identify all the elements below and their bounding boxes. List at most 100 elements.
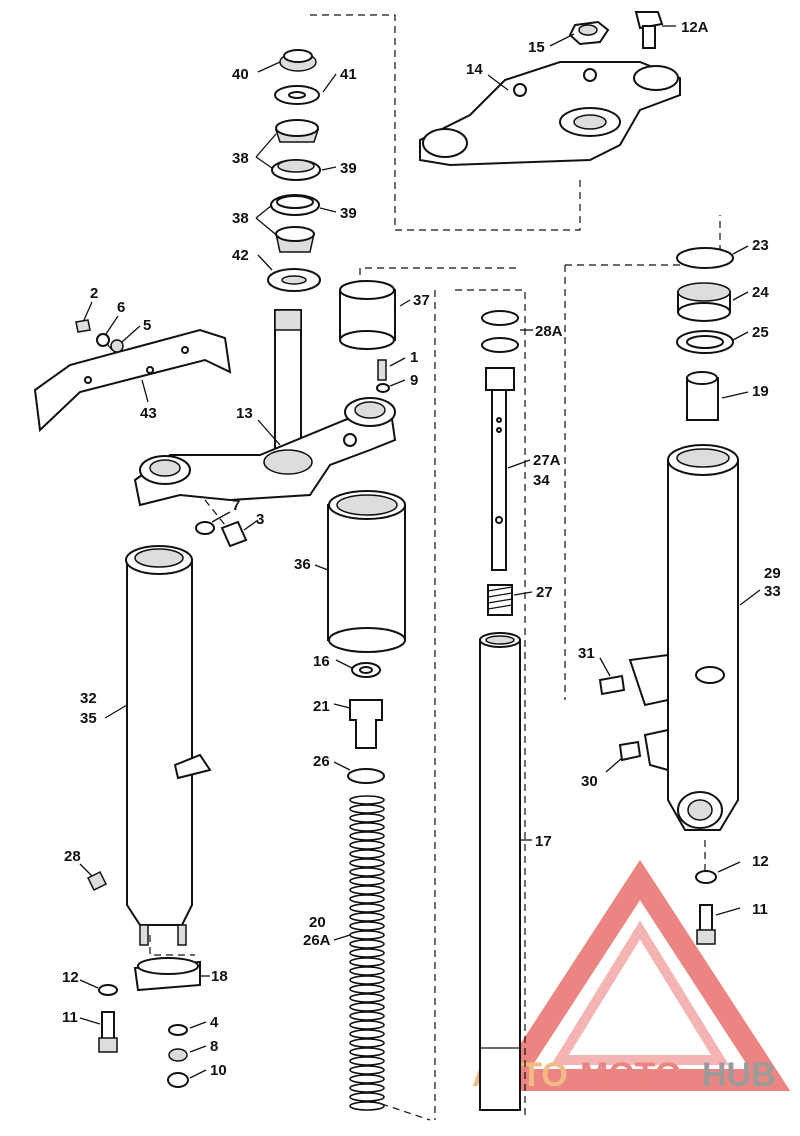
label-38a: 38 bbox=[232, 150, 249, 167]
label-32: 32 bbox=[80, 690, 97, 707]
spring-coil bbox=[349, 1029, 385, 1039]
spring-coil bbox=[349, 903, 385, 913]
label-26: 26 bbox=[313, 753, 330, 770]
label-29: 29 bbox=[764, 565, 781, 582]
label-20: 20 bbox=[309, 914, 326, 931]
spring-27 bbox=[487, 584, 513, 616]
spring-coil bbox=[349, 795, 385, 805]
label-28a: 28A bbox=[535, 323, 563, 340]
label-30: 30 bbox=[581, 773, 598, 790]
label-39a: 39 bbox=[340, 160, 357, 177]
label-3: 3 bbox=[256, 511, 264, 528]
damper-tube-parts bbox=[481, 310, 533, 616]
spring-coil bbox=[349, 804, 385, 814]
label-43: 43 bbox=[140, 405, 157, 422]
lockwasher-8 bbox=[168, 1048, 188, 1062]
damper-tube-27a bbox=[491, 389, 507, 571]
spring-coil bbox=[349, 939, 385, 949]
ring-23 bbox=[676, 247, 734, 269]
label-6: 6 bbox=[117, 299, 125, 316]
spring-coil bbox=[349, 1056, 385, 1066]
spring-coil bbox=[349, 831, 385, 841]
spring-20 bbox=[349, 795, 385, 1111]
label-2: 2 bbox=[90, 285, 98, 302]
spring-coil bbox=[349, 966, 385, 976]
label-23: 23 bbox=[752, 237, 769, 254]
label-36: 36 bbox=[294, 556, 311, 573]
label-38b: 38 bbox=[232, 210, 249, 227]
fork-tube-17 bbox=[479, 632, 532, 1111]
nut-10 bbox=[167, 1072, 189, 1088]
washer-7 bbox=[195, 521, 215, 535]
label-35: 35 bbox=[80, 710, 97, 727]
label-40: 40 bbox=[232, 66, 249, 83]
spring-coil bbox=[349, 876, 385, 886]
oring-26 bbox=[347, 768, 385, 784]
label-37: 37 bbox=[413, 292, 430, 309]
pin-30 bbox=[618, 740, 642, 762]
right-slider-parts bbox=[598, 444, 761, 945]
spring-coil bbox=[349, 822, 385, 832]
watermark-word-moto: MOTO bbox=[580, 1056, 681, 1094]
spring-coil bbox=[349, 1092, 385, 1102]
spring-coil bbox=[349, 1083, 385, 1093]
label-8: 8 bbox=[210, 1038, 218, 1055]
spring-coil bbox=[349, 858, 385, 868]
spring-coil bbox=[349, 930, 385, 940]
label-28: 28 bbox=[64, 848, 81, 865]
pin-31 bbox=[598, 674, 626, 696]
spring-coil bbox=[349, 1011, 385, 1021]
spring-coil bbox=[349, 984, 385, 994]
spring-coil bbox=[349, 1020, 385, 1030]
bolt-11-right bbox=[699, 904, 713, 934]
label-41: 41 bbox=[340, 66, 357, 83]
spring-coil bbox=[349, 867, 385, 877]
left-slider-parts bbox=[79, 545, 212, 1088]
center-cover-parts bbox=[314, 280, 411, 653]
spring-coil bbox=[349, 813, 385, 823]
label-42: 42 bbox=[232, 247, 249, 264]
ring-28a-top bbox=[481, 310, 519, 326]
spring-coil bbox=[349, 921, 385, 931]
bolt-3 bbox=[220, 520, 248, 548]
spring-coil bbox=[349, 1038, 385, 1048]
nut-5 bbox=[110, 339, 124, 353]
screw-1 bbox=[377, 359, 387, 381]
label-10: 10 bbox=[210, 1062, 227, 1079]
label-4: 4 bbox=[210, 1014, 219, 1031]
spring-coil bbox=[349, 1002, 385, 1012]
label-24: 24 bbox=[752, 284, 769, 301]
label-19: 19 bbox=[752, 383, 769, 400]
washer-4 bbox=[168, 1024, 188, 1036]
center-lower-parts bbox=[333, 659, 385, 1111]
label-31: 31 bbox=[578, 645, 595, 662]
label-21: 21 bbox=[313, 698, 330, 715]
label-15: 15 bbox=[528, 39, 545, 56]
label-17: 17 bbox=[535, 833, 552, 850]
label-9: 9 bbox=[410, 372, 418, 389]
screw-2 bbox=[75, 319, 91, 333]
label-34: 34 bbox=[533, 472, 550, 489]
cover-36 bbox=[327, 504, 406, 641]
spring-coil bbox=[349, 912, 385, 922]
spring-coil bbox=[349, 975, 385, 985]
screw-28 bbox=[86, 870, 108, 892]
label-7: 7 bbox=[232, 497, 240, 514]
spring-coil bbox=[349, 1065, 385, 1075]
label-11-right: 11 bbox=[752, 901, 768, 918]
label-11-left: 11 bbox=[62, 1009, 78, 1026]
ring-28a-bottom bbox=[481, 337, 519, 353]
spring-coil bbox=[349, 1101, 385, 1111]
label-1: 1 bbox=[410, 349, 418, 366]
spring-coil bbox=[349, 957, 385, 967]
spring-coil bbox=[349, 993, 385, 1003]
part-labels: 40 41 38 39 38 39 42 15 12A 14 23 24 25 … bbox=[62, 19, 781, 1079]
fender-bracket bbox=[33, 301, 232, 433]
lower-bracket-stem bbox=[133, 309, 397, 548]
label-12-left: 12 bbox=[62, 969, 79, 986]
label-39b: 39 bbox=[340, 205, 357, 222]
label-25: 25 bbox=[752, 324, 769, 341]
spring-coil bbox=[349, 1047, 385, 1057]
spring-coil bbox=[349, 894, 385, 904]
